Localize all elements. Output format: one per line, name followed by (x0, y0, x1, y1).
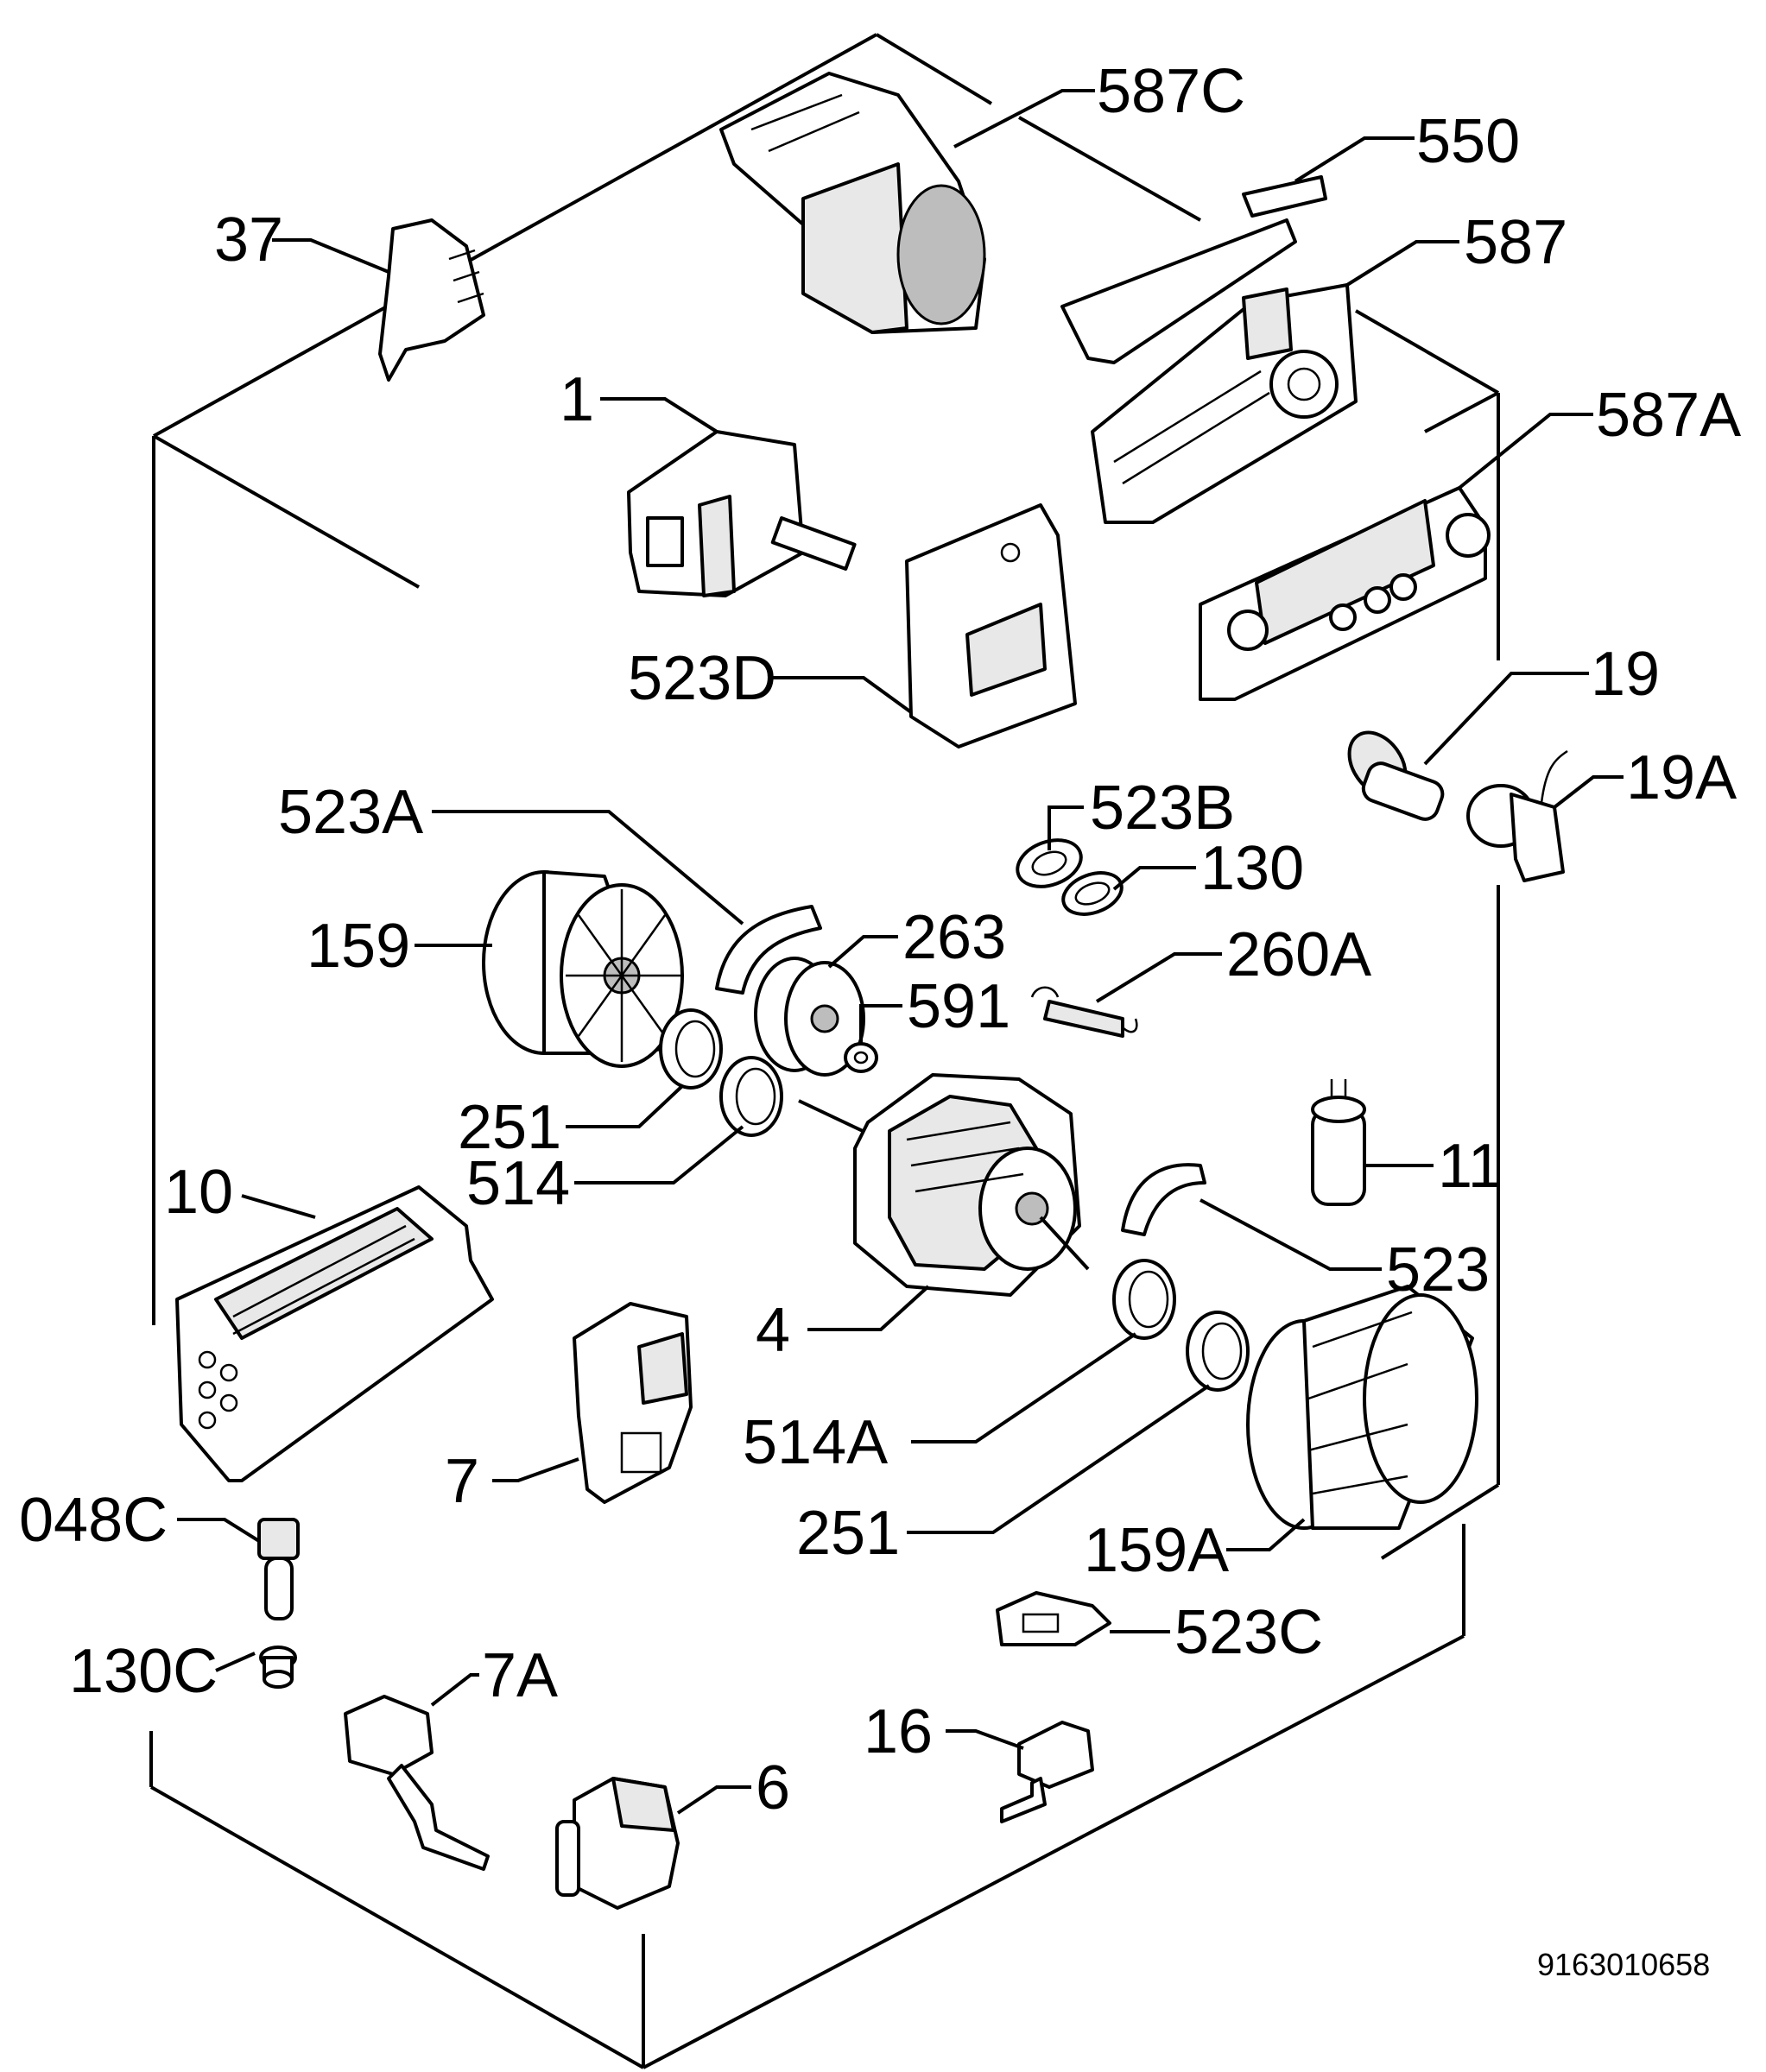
part-048c-sensor (257, 1518, 300, 1620)
leader-251b (907, 1384, 1211, 1534)
label-587c: 587C (1097, 57, 1245, 126)
label-19: 19 (1591, 640, 1660, 709)
part-7a-microswitch (344, 1695, 490, 1871)
label-514: 514 (466, 1149, 570, 1218)
label-6: 6 (756, 1753, 790, 1822)
part-130c-grommet (259, 1646, 297, 1689)
leader-37 (272, 238, 389, 274)
part-11-capacitor (1311, 1079, 1366, 1206)
part-263-pulley (754, 957, 865, 1077)
leader-130 (1112, 866, 1196, 891)
label-11: 11 (1438, 1132, 1503, 1201)
label-550: 550 (1416, 107, 1520, 176)
label-159a: 159A (1084, 1516, 1229, 1585)
label-251-upper: 251 (458, 1093, 561, 1162)
leader-514 (574, 1125, 744, 1184)
part-159-impeller (482, 870, 684, 1068)
label-523c: 523C (1174, 1598, 1323, 1667)
part-37-connector (378, 218, 485, 382)
label-523: 523 (1386, 1235, 1490, 1304)
leader-7a (430, 1673, 479, 1707)
label-587a: 587A (1596, 381, 1741, 450)
leader-251a (566, 1084, 684, 1128)
leader-19 (1423, 672, 1589, 766)
label-048c: 048C (19, 1486, 168, 1555)
leader-4 (807, 1285, 930, 1331)
label-591: 591 (907, 972, 1010, 1041)
document-number: 9163010658 (1537, 1947, 1710, 1982)
leader-lines (177, 89, 1624, 1815)
part-labels: 587C 550 37 587 1 587A 523D 19 19A 523A … (19, 57, 1741, 1822)
label-159: 159 (307, 912, 410, 981)
part-260a-spring (1030, 986, 1138, 1038)
label-263: 263 (902, 903, 1006, 972)
label-251-lower: 251 (796, 1499, 900, 1568)
leader-6 (676, 1785, 751, 1815)
label-514a: 514A (743, 1408, 888, 1477)
label-523a: 523A (278, 778, 423, 847)
part-19a-lamp-holder (1466, 749, 1568, 882)
label-16: 16 (864, 1697, 933, 1766)
label-19a: 19A (1626, 743, 1737, 812)
leader-587a (1458, 413, 1593, 490)
leader-523b (1048, 805, 1084, 850)
part-523c-bracket (996, 1591, 1111, 1646)
part-514-bearing-upper (719, 1056, 783, 1137)
leader-587c (953, 89, 1095, 148)
leader-591 (859, 1004, 902, 1045)
leader-7 (492, 1457, 579, 1482)
part-4-motor (798, 1073, 1090, 1297)
part-523a-clamp (715, 905, 822, 995)
part-587a-control-panel (1199, 486, 1491, 701)
part-16-microswitch (1000, 1721, 1094, 1823)
leader-523d (773, 676, 913, 714)
part-6-solenoid (555, 1777, 680, 1910)
label-4: 4 (756, 1296, 790, 1365)
leader-048c (177, 1518, 261, 1543)
label-523d: 523D (628, 644, 776, 713)
leader-130c (215, 1652, 256, 1672)
leader-1 (600, 397, 718, 433)
part-514a-bearing-lower (1112, 1259, 1176, 1340)
part-251-bearing-upper (659, 1008, 723, 1090)
leader-523 (1199, 1198, 1382, 1271)
label-7: 7 (445, 1447, 479, 1516)
part-587-electronic-module (1091, 283, 1358, 524)
label-130: 130 (1200, 834, 1304, 903)
part-7-door-lock (573, 1302, 693, 1504)
part-10-heater (175, 1185, 494, 1482)
part-523b-clip (1016, 838, 1083, 888)
part-1-switch (627, 430, 857, 597)
leader-587 (1345, 240, 1459, 287)
leader-159a (1226, 1518, 1306, 1551)
leader-10 (241, 1194, 316, 1219)
cabinet-outline (149, 33, 1500, 2069)
part-587c-fan-housing (719, 72, 986, 334)
leader-523a (432, 810, 744, 925)
part-591-washer (844, 1042, 878, 1073)
label-7a: 7A (482, 1641, 558, 1710)
label-130c: 130C (69, 1637, 218, 1706)
leader-263 (827, 935, 898, 969)
leader-19a (1553, 775, 1624, 809)
part-550-bracket (1060, 175, 1327, 364)
label-10: 10 (164, 1158, 233, 1227)
label-523b: 523B (1090, 774, 1235, 843)
leader-260a (1095, 952, 1222, 1003)
part-251-bearing-lower (1186, 1311, 1250, 1392)
label-260a: 260A (1226, 920, 1371, 989)
part-159a-fan-wheel (1246, 1285, 1478, 1530)
label-37: 37 (214, 205, 283, 275)
part-523-clamp (1121, 1163, 1206, 1236)
leader-16 (946, 1729, 1024, 1750)
leader-550 (1294, 136, 1415, 183)
part-19-lamp (1347, 730, 1445, 821)
leader-514a (911, 1332, 1137, 1443)
label-587: 587 (1464, 208, 1567, 277)
part-523d-cover (905, 503, 1077, 749)
label-1: 1 (560, 365, 594, 434)
